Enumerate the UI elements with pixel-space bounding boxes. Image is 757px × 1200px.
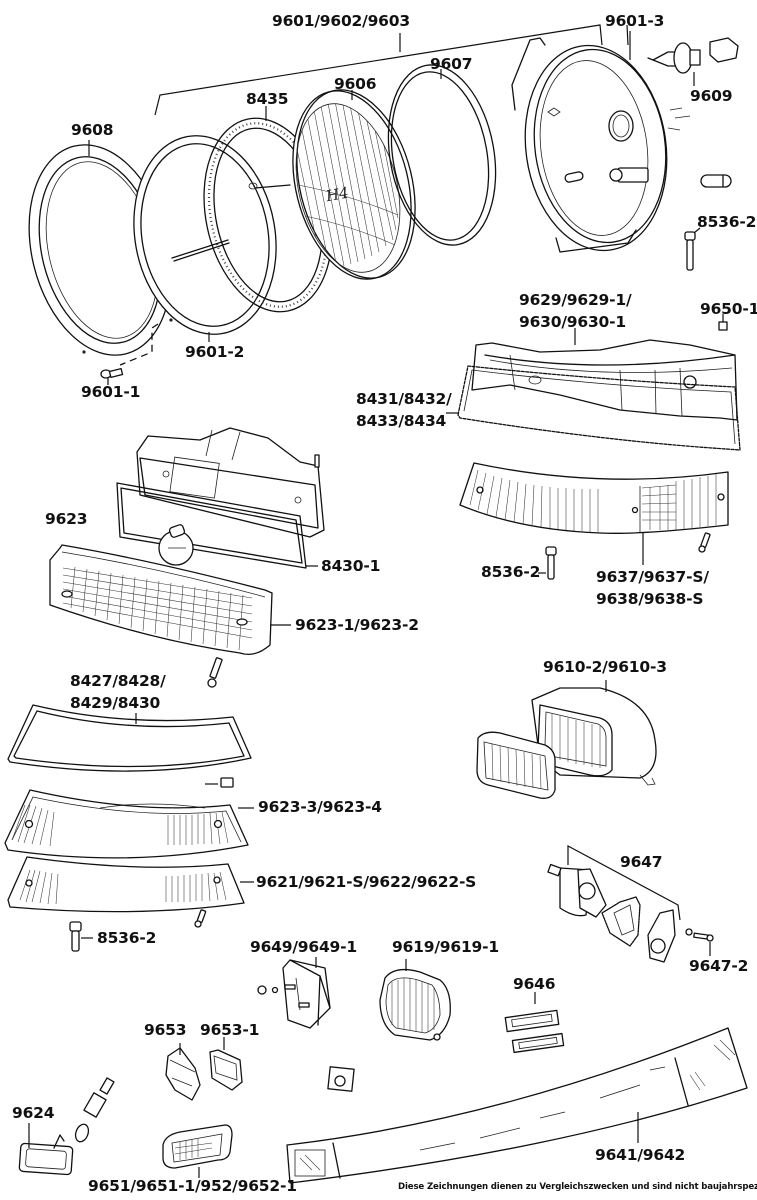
label-9601-1: 9601-1	[81, 383, 141, 401]
label-9653: 9653	[144, 1021, 187, 1039]
label-9629-line2: 9630/9630-1	[519, 313, 626, 331]
part-small-screw	[698, 532, 711, 553]
part-9624-side-marker	[18, 1123, 74, 1176]
label-9601-2: 9601-2	[185, 343, 245, 361]
part-9601-3-reflector-housing	[511, 31, 691, 253]
label-9651-9652: 9651/9651-1/952/9652-1	[88, 1177, 297, 1195]
part-9624-bulb-socket	[74, 1077, 115, 1143]
part-9621-screw	[194, 909, 207, 928]
part-9623-3-corner-indicator	[4, 789, 254, 859]
part-9649-side-lamp	[257, 957, 331, 1029]
label-8430-1: 8430-1	[321, 557, 381, 575]
label-9624: 9624	[12, 1104, 55, 1122]
part-9621-corner-lens	[7, 856, 254, 913]
part-9623-bulb	[158, 524, 194, 566]
label-8536-2-mid: 8536-2	[481, 563, 541, 581]
part-8536-2-mid-bolt	[538, 546, 557, 580]
part-9646-license-lamp	[504, 992, 565, 1054]
part-9651-side-marker	[162, 1124, 233, 1178]
part-9623-indicator-housing	[136, 427, 325, 538]
label-9606: 9606	[334, 75, 377, 93]
label-9608: 9608	[71, 121, 114, 139]
label-9629-line1: 9629/9629-1/	[519, 291, 632, 309]
label-8431-line2: 8433/8434	[356, 412, 447, 430]
label-9610-2-9610-3: 9610-2/9610-3	[543, 658, 667, 676]
label-9649-9649-1: 9649/9649-1	[250, 938, 357, 956]
part-9653-clip	[327, 1066, 355, 1092]
label-9653-1: 9653-1	[200, 1021, 260, 1039]
label-8536-2-low: 8536-2	[97, 929, 157, 947]
footer-disclaimer: Diese Zeichnungen dienen zu Vergleichszw…	[398, 1182, 757, 1192]
part-8536-2-top-bolt	[684, 227, 701, 271]
part-9650-1-clip	[718, 314, 728, 331]
label-9609: 9609	[690, 87, 733, 105]
part-9619-rear-lamp	[379, 959, 451, 1041]
part-9609-h4-bulb	[647, 37, 739, 86]
label-9646: 9646	[513, 975, 556, 993]
part-9629-indicator-housing	[471, 328, 738, 421]
label-9637-line1: 9637/9637-S/	[596, 568, 709, 586]
part-9637-reflector-lens	[459, 462, 729, 565]
part-9623-screw	[207, 657, 223, 688]
lens-marking-text: H4	[324, 184, 350, 206]
label-9647: 9647	[620, 853, 663, 871]
label-9623-1-9623-2: 9623-1/9623-2	[295, 616, 419, 634]
part-9641-rear-reflector-strip	[286, 1027, 748, 1184]
part-9653-1-gasket	[209, 1037, 243, 1091]
part-8536-2-low-bolt	[69, 921, 93, 952]
label-9637-line2: 9638/9638-S	[596, 590, 704, 608]
label-8427-line2: 8429/8430	[70, 694, 161, 712]
label-8536-2-top: 8536-2	[697, 213, 757, 231]
label-9647-2: 9647-2	[689, 957, 749, 975]
part-9647-socket-kit	[547, 844, 714, 963]
label-8431-line1: 8431/8432/	[356, 390, 452, 408]
label-8427-line1: 8427/8428/	[70, 672, 166, 690]
label-9641-9642: 9641/9642	[595, 1146, 686, 1164]
part-9607-seal-ring	[387, 64, 497, 246]
part-small-clip	[205, 777, 234, 788]
label-9601-3: 9601-3	[605, 12, 665, 30]
label-9623: 9623	[45, 510, 88, 528]
label-9621-9622: 9621/9621-S/9622/9622-S	[256, 873, 477, 891]
label-9650-1: 9650-1	[700, 300, 757, 318]
part-9623-1-indicator-lens	[49, 544, 291, 656]
label-9619-9619-1: 9619/9619-1	[392, 938, 499, 956]
part-9653-lamp-housing	[165, 1043, 201, 1101]
part-parking-bulb	[700, 174, 732, 188]
part-8431-indicator-gasket	[446, 365, 741, 451]
part-9606-h4-lens: H4	[285, 89, 416, 280]
label-9601-9602-9603: 9601/9602/9603	[272, 12, 410, 30]
part-8430-1-indicator-gasket	[116, 482, 318, 569]
part-9610-fog-lamp-lens	[476, 731, 556, 799]
label-9607: 9607	[430, 55, 473, 73]
label-9623-3-9623-4: 9623-3/9623-4	[258, 798, 382, 816]
headlight-assembly-bracket	[154, 24, 629, 116]
part-9601-1-screw	[100, 323, 159, 385]
label-8435: 8435	[246, 90, 289, 108]
part-8427-lens-gasket	[7, 704, 252, 772]
part-9601-2-retaining-ring	[133, 135, 291, 342]
